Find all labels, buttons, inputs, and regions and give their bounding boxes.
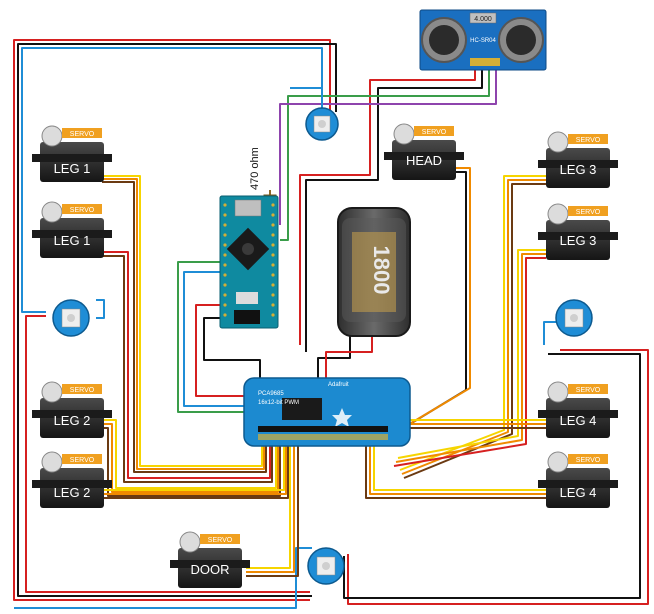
servo-leg4-top: SERVO LEG 4 <box>538 381 618 438</box>
servo-leg1-bottom-label: LEG 1 <box>54 233 91 248</box>
sensor-name: HC-SR04 <box>470 38 496 44</box>
wire-battery-red <box>325 336 373 380</box>
resistor-label: 470 ohm <box>249 147 261 190</box>
servo-leg3-bottom: SERVO LEG 3 <box>538 203 618 260</box>
servo-brand: SERVO <box>576 137 601 144</box>
servo-brand: SERVO <box>70 387 95 394</box>
left-servo-cables <box>102 175 299 577</box>
board-line1: PCA9685 <box>258 391 284 397</box>
servo-brand: SERVO <box>70 457 95 464</box>
servo-leg4-top-label: LEG 4 <box>560 413 597 428</box>
servo-door: SERVO DOOR <box>170 531 250 588</box>
star-logo <box>332 408 352 427</box>
wire-led-left-right-blue <box>96 299 105 319</box>
servo-brand: SERVO <box>576 387 601 394</box>
battery-label: 1800 <box>369 246 394 295</box>
wire-sensor-purple <box>279 70 497 225</box>
wire-arduino-green <box>177 261 252 413</box>
rgb-led-left <box>52 299 90 337</box>
servo-brand: SERVO <box>70 207 95 214</box>
sensor-display: 4.000 <box>474 16 492 23</box>
wire-outer-black <box>17 43 337 597</box>
wires <box>13 39 649 609</box>
wire-sensor-green <box>280 70 490 241</box>
wire-head-orange <box>395 167 471 433</box>
servo-door-label: DOOR <box>191 562 230 577</box>
wire-led-left-down-red <box>25 315 310 593</box>
wire-right-outer-black <box>343 353 641 599</box>
servo-leg4-bottom: SERVO LEG 4 <box>538 451 618 508</box>
servo-brand: SERVO <box>70 131 95 138</box>
wire-right-outer-red <box>347 349 649 605</box>
wire-arduino-blue <box>183 271 252 407</box>
pwm-driver-board: PCA9685 16x12-bit PWM Adafruit <box>243 377 411 447</box>
wire-outer-red <box>13 39 331 601</box>
servo-brand: SERVO <box>576 209 601 216</box>
servo-head-label: HEAD <box>406 153 442 168</box>
servo-brand: SERVO <box>576 457 601 464</box>
servo-leg4-bottom-label: LEG 4 <box>560 485 597 500</box>
servo-leg1-bottom: SERVO LEG 1 <box>32 201 112 258</box>
wire-sensor-red <box>299 70 476 345</box>
rgb-led-right <box>555 299 593 337</box>
board-line3: Adafruit <box>328 382 349 388</box>
wire-sensor-black <box>305 70 483 352</box>
servo-leg2-top-label: LEG 2 <box>54 413 91 428</box>
servo-head: SERVO HEAD <box>384 123 464 180</box>
servo-leg2-top: SERVO LEG 2 <box>32 381 112 438</box>
servo-leg2-bottom: SERVO LEG 2 <box>32 451 112 508</box>
wire-bottom-led-blue <box>14 547 312 609</box>
wire-right-led-blue <box>543 321 560 345</box>
servo-leg3-top-label: LEG 3 <box>560 162 597 177</box>
servo-brand: SERVO <box>208 537 233 544</box>
wire-battery-black <box>317 336 351 380</box>
servo-leg3-bottom-label: LEG 3 <box>560 233 597 248</box>
wire-led-top-blue <box>290 87 323 112</box>
arduino-nano <box>219 195 279 329</box>
wire-arduino-red <box>195 304 252 397</box>
board-line2: 16x12-bit PWM <box>258 400 299 406</box>
wire-arduino-black <box>203 317 261 380</box>
servo-leg1-top: SERVO LEG 1 <box>32 125 112 182</box>
rgb-led-bottom <box>307 547 345 585</box>
wire-outer-blue <box>21 47 323 313</box>
rgb-led-top <box>305 107 339 141</box>
ultrasonic-sensor: 4.000 HC-SR04 <box>419 9 547 71</box>
servo-leg3-top: SERVO LEG 3 <box>538 131 618 188</box>
servo-leg2-bottom-label: LEG 2 <box>54 485 91 500</box>
servo-brand: SERVO <box>422 129 447 136</box>
servo-leg1-top-label: LEG 1 <box>54 161 91 176</box>
battery: 1800 <box>337 207 411 337</box>
